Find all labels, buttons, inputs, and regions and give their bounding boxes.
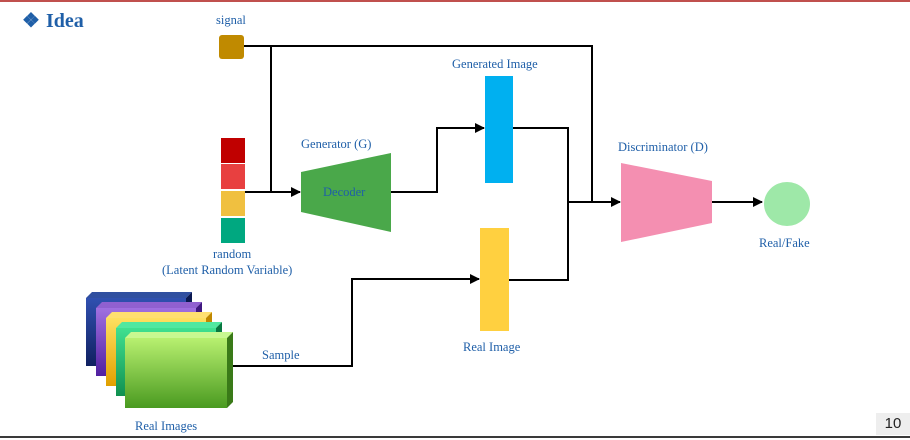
image-card-5 bbox=[125, 332, 233, 408]
signal-block bbox=[219, 35, 244, 59]
random-vector bbox=[221, 138, 245, 243]
output-circle bbox=[764, 182, 810, 226]
generated-image-label: Generated Image bbox=[452, 57, 538, 71]
random-block-2 bbox=[221, 164, 245, 189]
bottom-rule bbox=[0, 436, 910, 438]
signal-line bbox=[244, 45, 593, 202]
random-block-1 bbox=[221, 138, 245, 163]
slide-title: ❖Idea bbox=[22, 8, 84, 33]
random-block-4 bbox=[221, 218, 245, 243]
real-images-label: Real Images bbox=[135, 419, 198, 433]
random-block-3 bbox=[221, 191, 245, 216]
real-image-label: Real Image bbox=[463, 340, 521, 354]
sample-label: Sample bbox=[262, 348, 300, 362]
latent-variable-label: (Latent Random Variable) bbox=[162, 263, 293, 277]
signal-label: signal bbox=[216, 13, 246, 27]
generator-label: Generator (G) bbox=[301, 137, 372, 151]
generated-image-bar bbox=[485, 76, 513, 183]
top-rule bbox=[0, 0, 910, 2]
sample-arrow bbox=[232, 274, 480, 367]
real-to-merge-line bbox=[509, 202, 569, 281]
generator-to-image-arrow bbox=[391, 123, 485, 193]
generated-to-merge-line bbox=[512, 127, 569, 202]
random-label: random bbox=[213, 247, 252, 261]
real-images-stack bbox=[86, 292, 233, 408]
decoder-label: Decoder bbox=[323, 185, 366, 199]
diamond-bullet-icon: ❖ bbox=[22, 10, 40, 32]
discriminator-label: Discriminator (D) bbox=[618, 140, 708, 154]
page-number: 10 bbox=[876, 413, 910, 435]
connectors bbox=[232, 45, 763, 367]
slide-title-text: Idea bbox=[45, 10, 84, 32]
real-image-bar bbox=[480, 228, 509, 331]
output-label: Real/Fake bbox=[759, 236, 810, 250]
discriminator-shape bbox=[621, 163, 712, 242]
generator-shape bbox=[301, 153, 391, 232]
